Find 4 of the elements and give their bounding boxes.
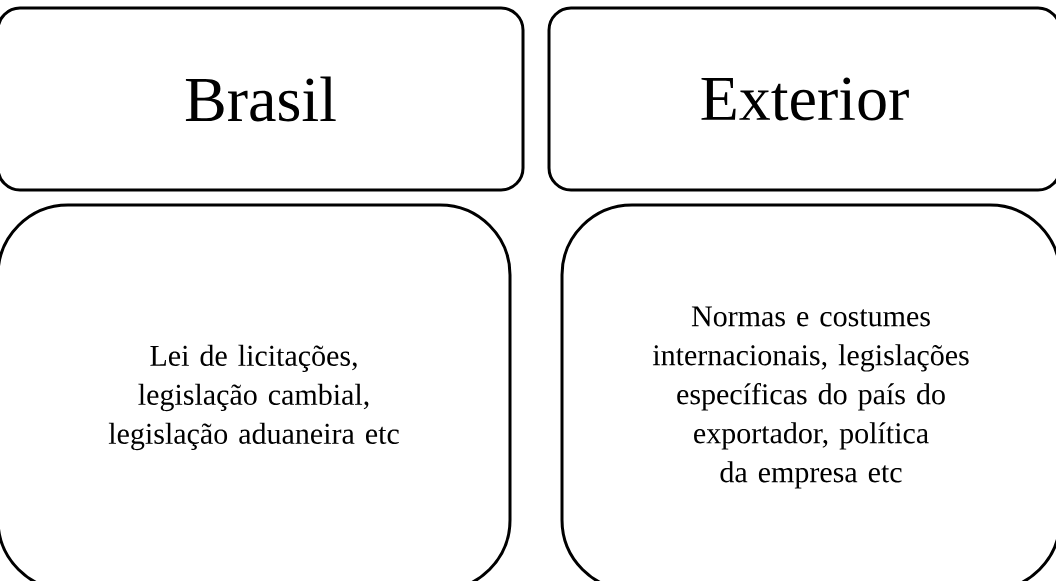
header-box: Brasil: [0, 6, 525, 192]
header-box: Exterior: [547, 6, 1056, 192]
content-box: Lei de licitações, legislação cambial, legislação aduaneira etc: [0, 203, 512, 581]
content-box: Normas e costumes internacionais, legislações específicas do país do exportador, política da empresa etc: [560, 203, 1056, 581]
